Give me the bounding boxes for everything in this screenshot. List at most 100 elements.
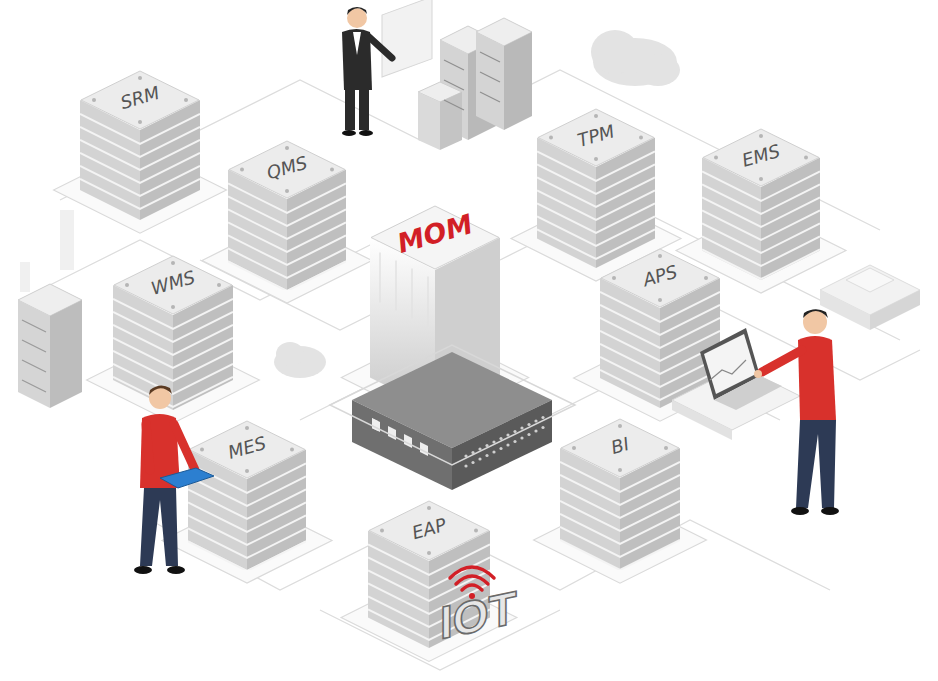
illustration-circle — [347, 8, 367, 28]
vent-dot — [506, 443, 509, 446]
illustration-rect — [20, 262, 30, 292]
corner-dot — [639, 136, 643, 140]
corner-dot — [200, 448, 204, 452]
vent-dot — [527, 433, 530, 436]
layer-line — [228, 210, 346, 240]
illustration-line — [444, 100, 464, 110]
tablet-man — [134, 385, 214, 574]
illustration-polygon — [330, 345, 575, 465]
streak — [379, 253, 381, 303]
layer-line — [560, 527, 680, 557]
illustration-ellipse — [342, 130, 356, 136]
corner-dot — [549, 136, 553, 140]
vent-dot — [513, 440, 516, 443]
corner-dot — [184, 98, 188, 102]
layer-line — [80, 153, 200, 183]
vent-dot — [492, 450, 495, 453]
layer-line — [560, 475, 680, 505]
illustration-polygon — [388, 426, 396, 440]
illustration-g — [22, 320, 46, 392]
illustration-path — [149, 385, 172, 395]
vent-dot — [478, 457, 481, 460]
server-stack: SRM — [80, 70, 200, 220]
grid-lines — [20, 70, 920, 670]
layer-line — [188, 529, 306, 559]
illustration-polygon — [352, 352, 552, 448]
layer-line — [228, 249, 346, 279]
layer-line — [702, 250, 820, 280]
illustration-circle — [469, 593, 475, 599]
corner-dot — [138, 120, 142, 124]
illustration-path — [368, 36, 392, 58]
top-racks — [418, 18, 532, 150]
illustration-polygon — [50, 300, 82, 408]
layer-line — [702, 211, 820, 241]
illustration-g — [372, 418, 378, 431]
layer-line — [702, 185, 820, 215]
illustration-polygon — [700, 328, 760, 400]
illustration-line — [480, 72, 500, 82]
illustration-polygon — [160, 468, 214, 488]
illustration-path — [347, 7, 367, 15]
illustration-g — [444, 52, 500, 110]
corner-dot — [618, 468, 622, 472]
layer-line — [702, 237, 820, 267]
illustration-ellipse — [276, 342, 304, 366]
server-stack: TPM — [537, 108, 655, 268]
illustration-polygon — [870, 290, 920, 330]
illustration-polygon — [820, 290, 870, 330]
laptop-man — [672, 309, 839, 515]
illustration-polygon — [353, 32, 361, 55]
vent-dot — [485, 444, 488, 447]
left-rack — [18, 210, 82, 408]
vent-dot — [541, 426, 544, 429]
illustration-line — [480, 52, 500, 62]
layer-line — [113, 351, 233, 381]
vent-dot — [520, 426, 523, 429]
illustration-ellipse — [821, 507, 839, 515]
layer-line — [113, 364, 233, 394]
illustration-rect — [345, 88, 355, 130]
streak — [395, 261, 397, 311]
illustration-line — [22, 360, 46, 372]
illustration-path — [462, 585, 482, 590]
illustration-ellipse — [591, 30, 639, 74]
layer-line — [600, 318, 720, 348]
layer-line — [600, 344, 720, 374]
corner-dot — [92, 98, 96, 102]
corner-dot — [804, 156, 808, 160]
corner-dot — [138, 76, 142, 80]
illustration-rect — [382, 0, 432, 77]
layer-line — [537, 217, 655, 247]
router-box — [330, 345, 575, 490]
illustration-circle — [754, 370, 762, 378]
illustration-polyline — [710, 360, 746, 380]
vent-dot — [534, 419, 537, 422]
vent-dot — [471, 461, 474, 464]
illustration-ellipse — [167, 566, 185, 574]
illustration-polygon — [714, 376, 782, 410]
layer-line — [188, 490, 306, 520]
corner-dot — [704, 276, 708, 280]
server-stack: WMS — [113, 255, 233, 410]
illustration-polygon — [452, 400, 552, 490]
illustration-path — [146, 424, 150, 470]
layer-line — [600, 331, 720, 361]
vent-dot — [527, 423, 530, 426]
corner-dot — [285, 146, 289, 150]
illustration-rect — [359, 88, 369, 130]
illustration-g — [464, 416, 544, 468]
layer-line — [188, 477, 306, 507]
corner-dot — [658, 298, 662, 302]
illustration-ellipse — [791, 507, 809, 515]
layer-line — [80, 179, 200, 209]
layer-line — [113, 338, 233, 368]
vent-dot — [541, 416, 544, 419]
layer-line — [560, 514, 680, 544]
vent-dot — [464, 464, 467, 467]
layer-line — [600, 357, 720, 387]
layer-line — [537, 178, 655, 208]
layer-line — [228, 236, 346, 266]
illustration-line — [22, 340, 46, 352]
